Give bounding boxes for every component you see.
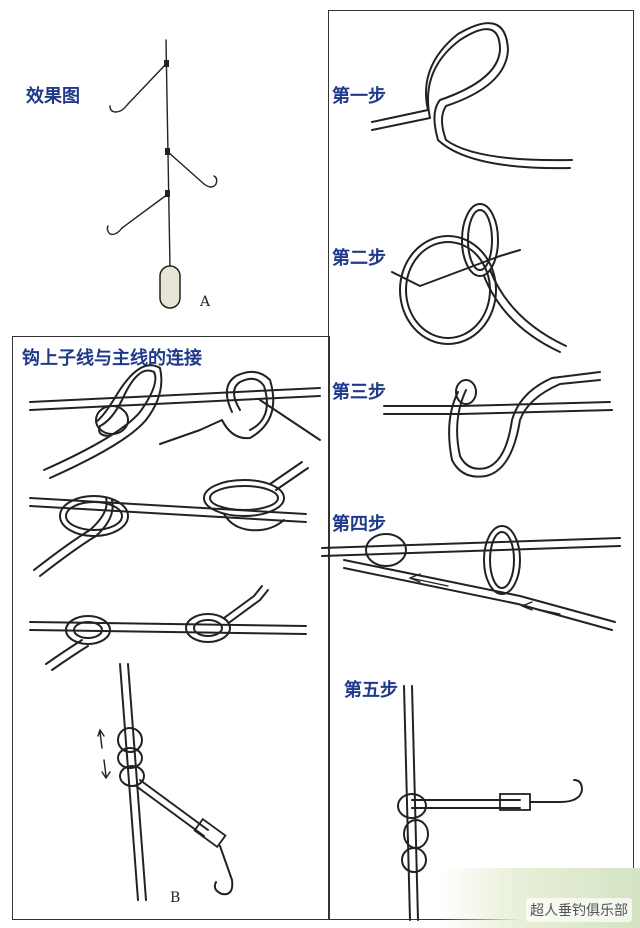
step3-diagram	[383, 371, 613, 478]
figure-letter-b: B	[170, 890, 181, 906]
step2-diagram	[391, 203, 567, 353]
watermark-text: 超人垂钓俱乐部	[526, 898, 632, 922]
step1-diagram	[371, 22, 573, 170]
connect-knot-2	[29, 461, 309, 577]
label-connect: 钩上子线与主线的连接	[22, 348, 202, 369]
result-diagram	[106, 39, 218, 309]
label-step4: 第四步	[332, 514, 386, 535]
label-result: 效果图	[26, 86, 80, 107]
left-bottom-frame	[12, 336, 330, 920]
connect-knot-3	[29, 585, 307, 671]
step5-diagram	[397, 685, 583, 921]
label-step1: 第一步	[332, 86, 386, 107]
connect-knot-1	[29, 364, 321, 479]
connect-figure-b	[97, 663, 234, 901]
figure-letter-a: A	[200, 294, 211, 310]
step4-diagram	[321, 525, 621, 631]
label-step3: 第三步	[332, 382, 386, 403]
label-step5: 第五步	[344, 680, 398, 701]
label-step2: 第二步	[332, 248, 386, 269]
